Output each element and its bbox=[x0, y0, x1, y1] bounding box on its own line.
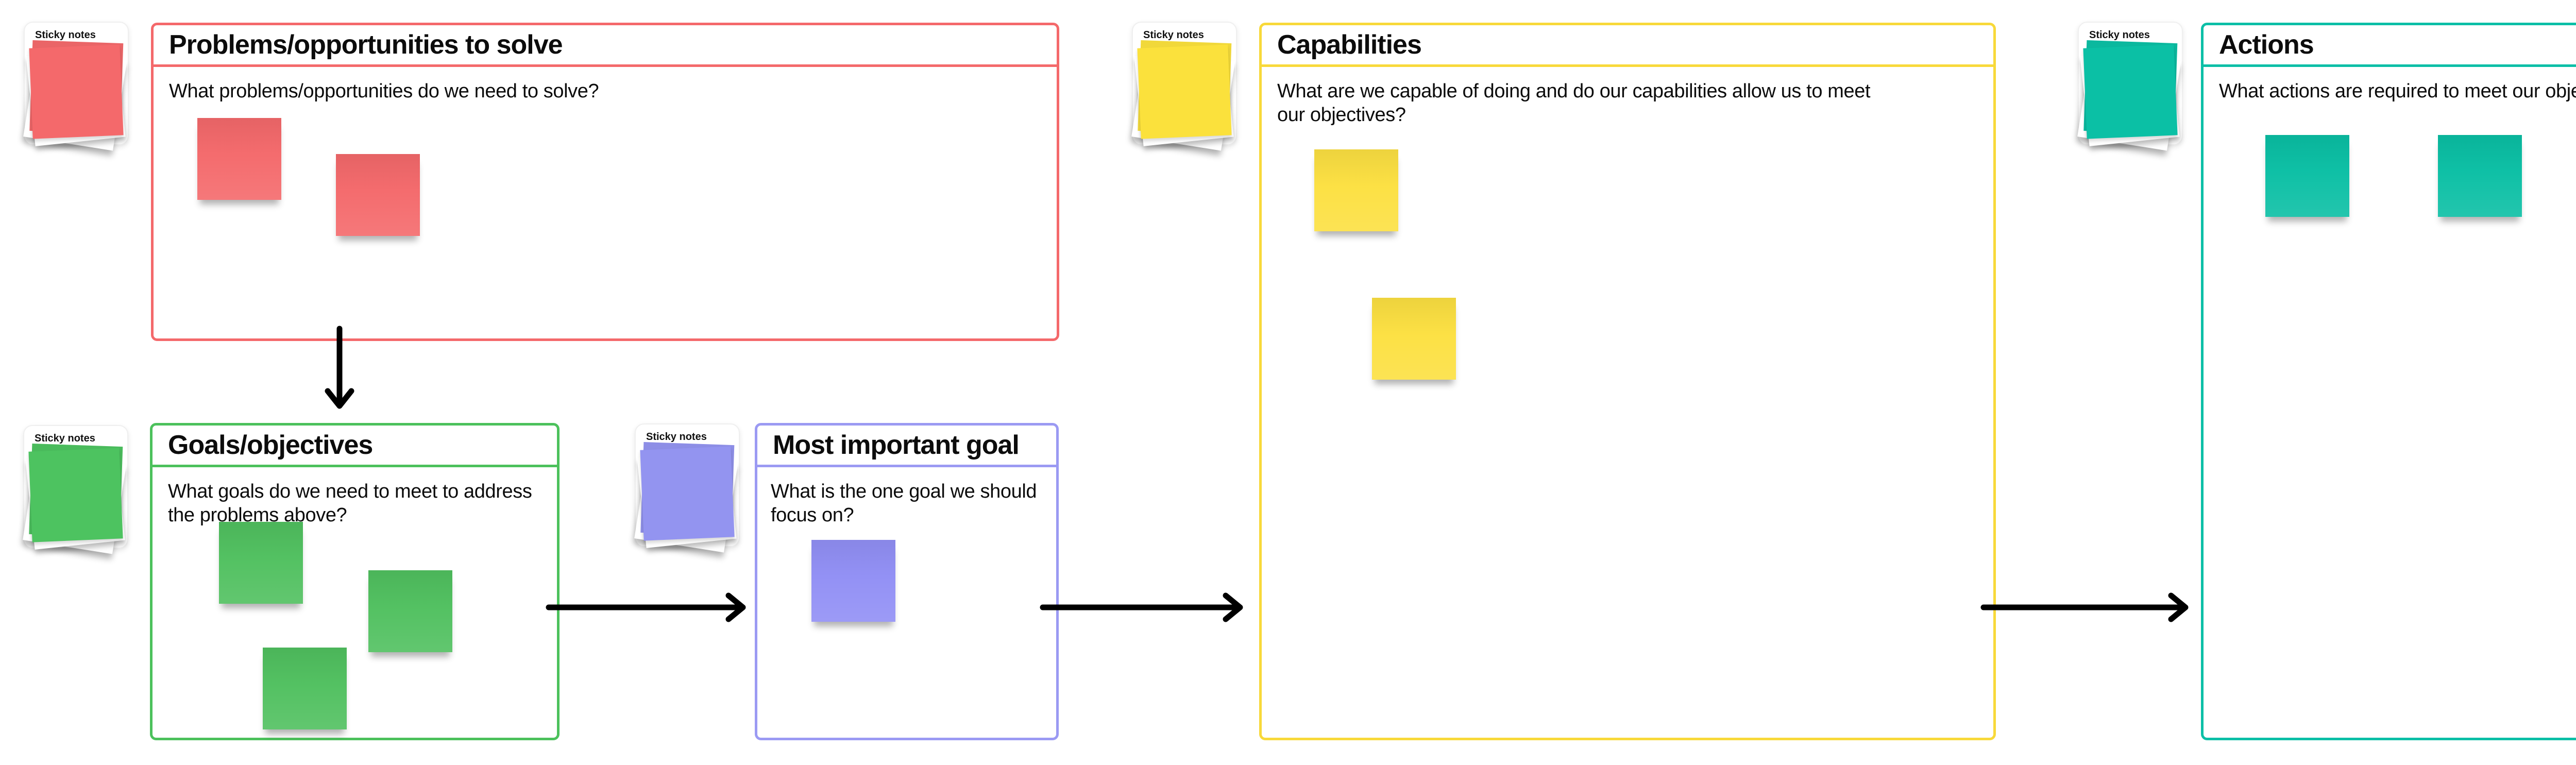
arrow-capabilities-to-actions[interactable] bbox=[1978, 587, 2190, 628]
section-title: Most important goal bbox=[773, 430, 1020, 460]
sticky-note[interactable] bbox=[197, 118, 281, 200]
sticky-note[interactable] bbox=[2265, 135, 2349, 217]
section-goals[interactable]: Goals/objectives What goals do we need t… bbox=[150, 423, 560, 740]
sticky-stack-purple[interactable] bbox=[634, 441, 738, 553]
sticky-note[interactable] bbox=[1314, 149, 1398, 231]
section-description: What actions are required to meet our ob… bbox=[2219, 80, 2576, 102]
section-title: Goals/objectives bbox=[168, 430, 373, 460]
arrow-problems-to-goals[interactable] bbox=[319, 324, 360, 414]
section-title: Capabilities bbox=[1277, 30, 1422, 60]
section-actions[interactable]: Actions What actions are required to mee… bbox=[2201, 23, 2576, 740]
sticky-stack-label: Sticky notes bbox=[35, 433, 95, 444]
arrow-goals-to-most-important-goal[interactable] bbox=[544, 587, 747, 628]
sticky-stack-card-teal[interactable]: Sticky notes bbox=[2077, 22, 2183, 151]
section-capabilities[interactable]: Capabilities What are we capable of doin… bbox=[1259, 23, 1996, 740]
sticky-stack-yellow[interactable] bbox=[1131, 40, 1235, 151]
section-header: Problems/opportunities to solve bbox=[154, 25, 1057, 67]
section-problems[interactable]: Problems/opportunities to solve What pro… bbox=[151, 23, 1059, 341]
stack-sheet-color bbox=[2083, 44, 2178, 139]
arrow-most-important-goal-to-capabilities[interactable] bbox=[1038, 587, 1244, 628]
sticky-stack-card-purple[interactable]: Sticky notes bbox=[634, 423, 740, 553]
sticky-note[interactable] bbox=[811, 540, 895, 622]
section-title: Problems/opportunities to solve bbox=[169, 30, 563, 60]
stack-sheet-color bbox=[640, 446, 735, 541]
section-most-important-goal[interactable]: Most important goal What is the one goal… bbox=[755, 423, 1059, 740]
sticky-stack-label: Sticky notes bbox=[35, 29, 96, 41]
section-description: What goals do we need to meet to address… bbox=[168, 481, 532, 526]
sticky-stack-card-green[interactable]: Sticky notes bbox=[23, 425, 128, 554]
sticky-stack-label: Sticky notes bbox=[1143, 29, 1204, 41]
sticky-note[interactable] bbox=[336, 154, 420, 236]
sticky-note[interactable] bbox=[263, 648, 347, 729]
section-header: Most important goal bbox=[757, 426, 1056, 467]
stack-sheet-color bbox=[1137, 44, 1232, 139]
section-header: Actions bbox=[2204, 25, 2576, 67]
section-description: What problems/opportunities do we need t… bbox=[169, 80, 599, 102]
sticky-stack-red[interactable] bbox=[23, 40, 127, 151]
stack-sheet-color bbox=[29, 44, 124, 139]
sticky-note[interactable] bbox=[219, 522, 303, 604]
section-header: Capabilities bbox=[1262, 25, 1993, 67]
sticky-stack-label: Sticky notes bbox=[646, 431, 707, 443]
section-title: Actions bbox=[2219, 30, 2314, 60]
section-description: What are we capable of doing and do our … bbox=[1277, 80, 1871, 126]
section-header: Goals/objectives bbox=[152, 426, 557, 467]
sticky-stack-label: Sticky notes bbox=[2089, 29, 2150, 41]
section-description: What is the one goal we should focus on? bbox=[771, 481, 1037, 526]
sticky-stack-card-yellow[interactable]: Sticky notes bbox=[1131, 22, 1237, 151]
sticky-stack-teal[interactable] bbox=[2077, 40, 2181, 151]
sticky-stack-card-red[interactable]: Sticky notes bbox=[23, 22, 129, 151]
sticky-note[interactable] bbox=[2438, 135, 2522, 217]
sticky-note[interactable] bbox=[368, 570, 452, 652]
sticky-stack-green[interactable] bbox=[23, 443, 127, 554]
sticky-note[interactable] bbox=[1372, 298, 1456, 380]
stack-sheet-color bbox=[28, 448, 123, 542]
